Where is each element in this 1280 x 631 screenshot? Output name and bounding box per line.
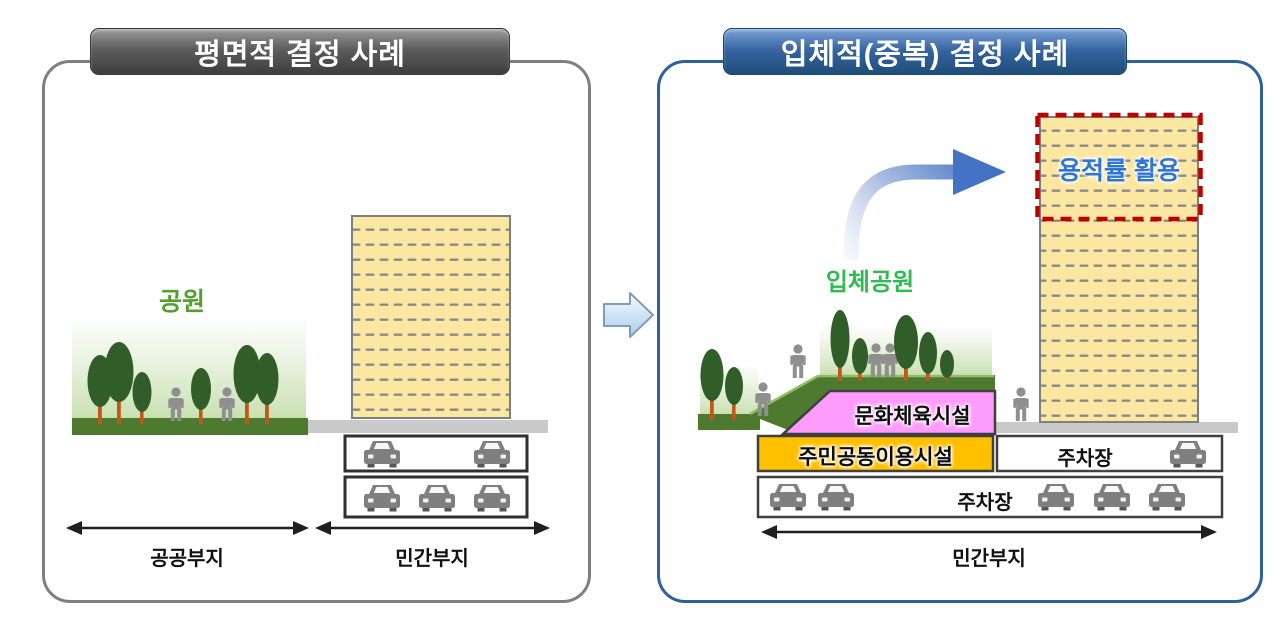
tree-icon: [725, 367, 743, 420]
b2-level: [756, 475, 1224, 519]
transition-arrow-icon: [603, 292, 654, 338]
elevated-deck: [818, 375, 995, 391]
pavement-strip: [308, 420, 548, 433]
public-land-span-arrow: [66, 521, 309, 535]
private-land-span-arrow-right: [761, 525, 1217, 539]
elevated-park-label: 입체공원: [825, 269, 915, 296]
building-right: [1035, 112, 1203, 423]
left-panel-title-text: 평면적 결정 사례: [194, 38, 406, 71]
private-land-span-arrow-left: [315, 521, 550, 535]
person-icon: [1013, 387, 1029, 421]
tree-icon: [852, 338, 868, 381]
right-panel-title-text: 입체적(중복) 결정 사례: [780, 38, 1070, 71]
community-facility-box: [756, 434, 995, 473]
far-bonus-dashed-box: [1035, 112, 1203, 222]
culture-facility-box: [779, 389, 997, 436]
community-facility-label: 주민공동이용시설: [798, 446, 953, 469]
private-land-label-left: 민간부지: [395, 548, 469, 570]
elevated-park-trees: [700, 310, 954, 420]
tree-icon: [233, 345, 261, 424]
person-icon: [790, 344, 806, 378]
tree-icon: [255, 353, 279, 424]
far-bonus-label: 용적률 활용: [1058, 157, 1180, 185]
park-label: 공원: [158, 288, 205, 316]
building-left: [351, 215, 511, 419]
private-land-label-right: 민간부지: [952, 548, 1026, 570]
tree-icon: [132, 372, 152, 424]
tree-icon: [700, 349, 724, 420]
right-scene: [698, 112, 1238, 539]
parking-b2-label: 주차장: [957, 492, 1013, 514]
left-panel-title: 평면적 결정 사례: [90, 28, 510, 75]
left-scene: [66, 215, 550, 535]
pavement-strip-right: [995, 422, 1238, 433]
b1-level: [756, 434, 1224, 473]
park-trees: [87, 342, 279, 424]
culture-facility-label: 문화체육시설: [854, 405, 971, 428]
curved-arrow-icon: [843, 149, 1006, 261]
park-slope: [750, 376, 836, 430]
right-panel-title: 입체적(중복) 결정 사례: [723, 28, 1127, 75]
tree-icon: [919, 332, 937, 381]
deck-highlight: [749, 374, 994, 416]
tree-icon: [191, 368, 211, 424]
tree-icon: [894, 315, 918, 381]
park-ground-strip: [72, 418, 308, 435]
tree-icon: [830, 310, 850, 381]
parking-structure-left: [343, 434, 529, 519]
ground-strip-right: [698, 414, 760, 430]
parking-b1-label: 주차장: [1057, 448, 1113, 470]
tree-icon: [104, 342, 134, 424]
public-land-label: 공공부지: [150, 548, 224, 570]
tree-icon: [940, 350, 954, 381]
